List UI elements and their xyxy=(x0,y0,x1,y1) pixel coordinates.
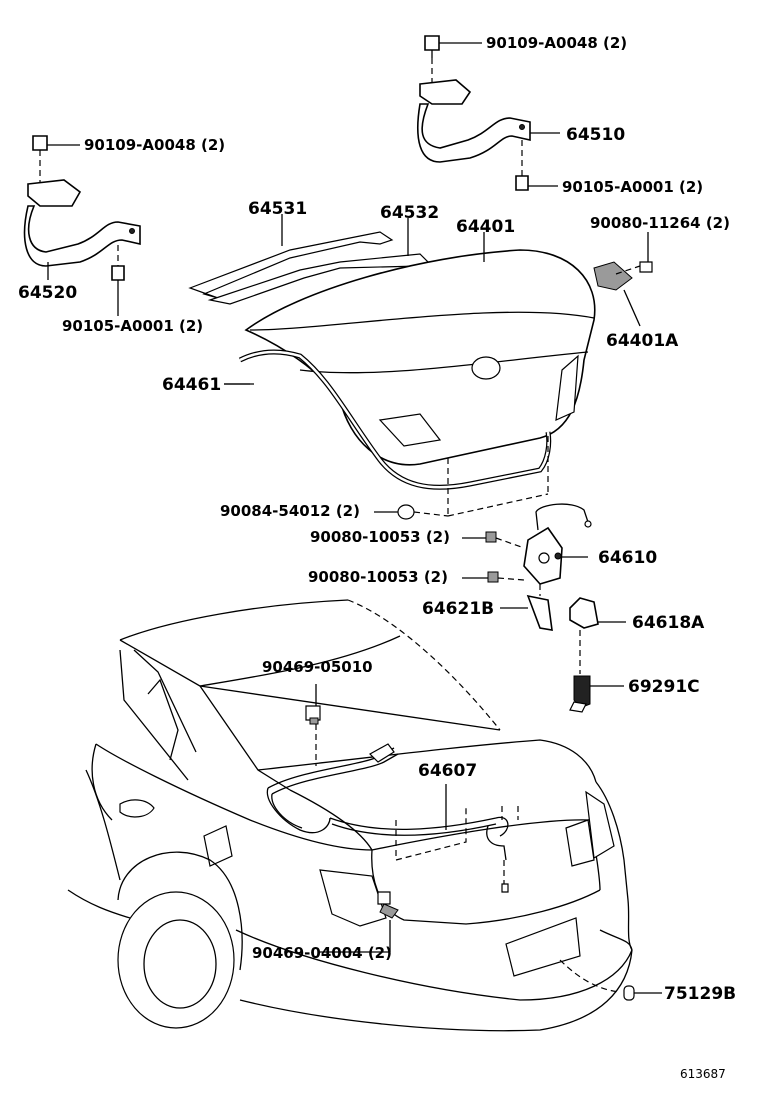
lid-bracket xyxy=(593,232,653,327)
label-cable: 64607 xyxy=(418,761,477,781)
release-cable xyxy=(266,684,519,919)
label-trunk-lid: 64401 xyxy=(456,217,515,237)
label-lock-bolt-1: 90080-10053 (2) xyxy=(310,528,450,546)
car-body xyxy=(67,599,633,1032)
clip-handle xyxy=(569,675,624,713)
label-clamp: 90469-05010 xyxy=(262,658,373,676)
label-lock: 64610 xyxy=(598,548,657,568)
label-hinge-right-bolt: 90109-A0048 (2) xyxy=(486,34,627,52)
striker xyxy=(500,584,553,631)
label-lid-screw: 90080-11264 (2) xyxy=(590,214,730,232)
label-lock-bolt-2: 90080-10053 (2) xyxy=(308,568,448,586)
label-hinge-left-bolt: 90109-A0048 (2) xyxy=(84,136,225,154)
trunk-lid xyxy=(244,232,596,466)
label-lid-bracket: 64401A xyxy=(606,331,679,351)
label-clamp-lower: 90469-04004 (2) xyxy=(252,944,392,962)
label-weatherstrip: 64461 xyxy=(162,375,221,395)
label-hinge-right: 64510 xyxy=(566,125,625,145)
cushion xyxy=(374,504,449,520)
label-switch: 64618A xyxy=(632,613,705,633)
label-catalog-no: 613687 xyxy=(680,1067,726,1081)
hinge-right-bolt-icon xyxy=(424,35,440,51)
label-plug: 75129B xyxy=(664,984,736,1004)
label-striker: 64621B xyxy=(422,599,494,619)
label-rod-left: 64531 xyxy=(248,199,307,219)
lock-assembly xyxy=(462,503,592,585)
label-hinge-right-nut: 90105-A0001 (2) xyxy=(562,178,703,196)
hinge-left-bolt-icon xyxy=(32,135,48,151)
hinge-left xyxy=(23,135,141,316)
label-hinge-left-nut: 90105-A0001 (2) xyxy=(62,317,203,335)
label-hinge-left: 64520 xyxy=(18,283,77,303)
label-rod-right: 64532 xyxy=(380,203,439,223)
plug xyxy=(559,959,662,1001)
hinge-left-nut-icon xyxy=(111,265,125,281)
hinge-right-nut-icon xyxy=(515,175,529,191)
switch xyxy=(569,597,626,674)
label-cushion: 90084-54012 (2) xyxy=(220,502,360,520)
label-clip-handle: 69291C xyxy=(628,677,700,697)
hinge-right xyxy=(417,35,560,191)
